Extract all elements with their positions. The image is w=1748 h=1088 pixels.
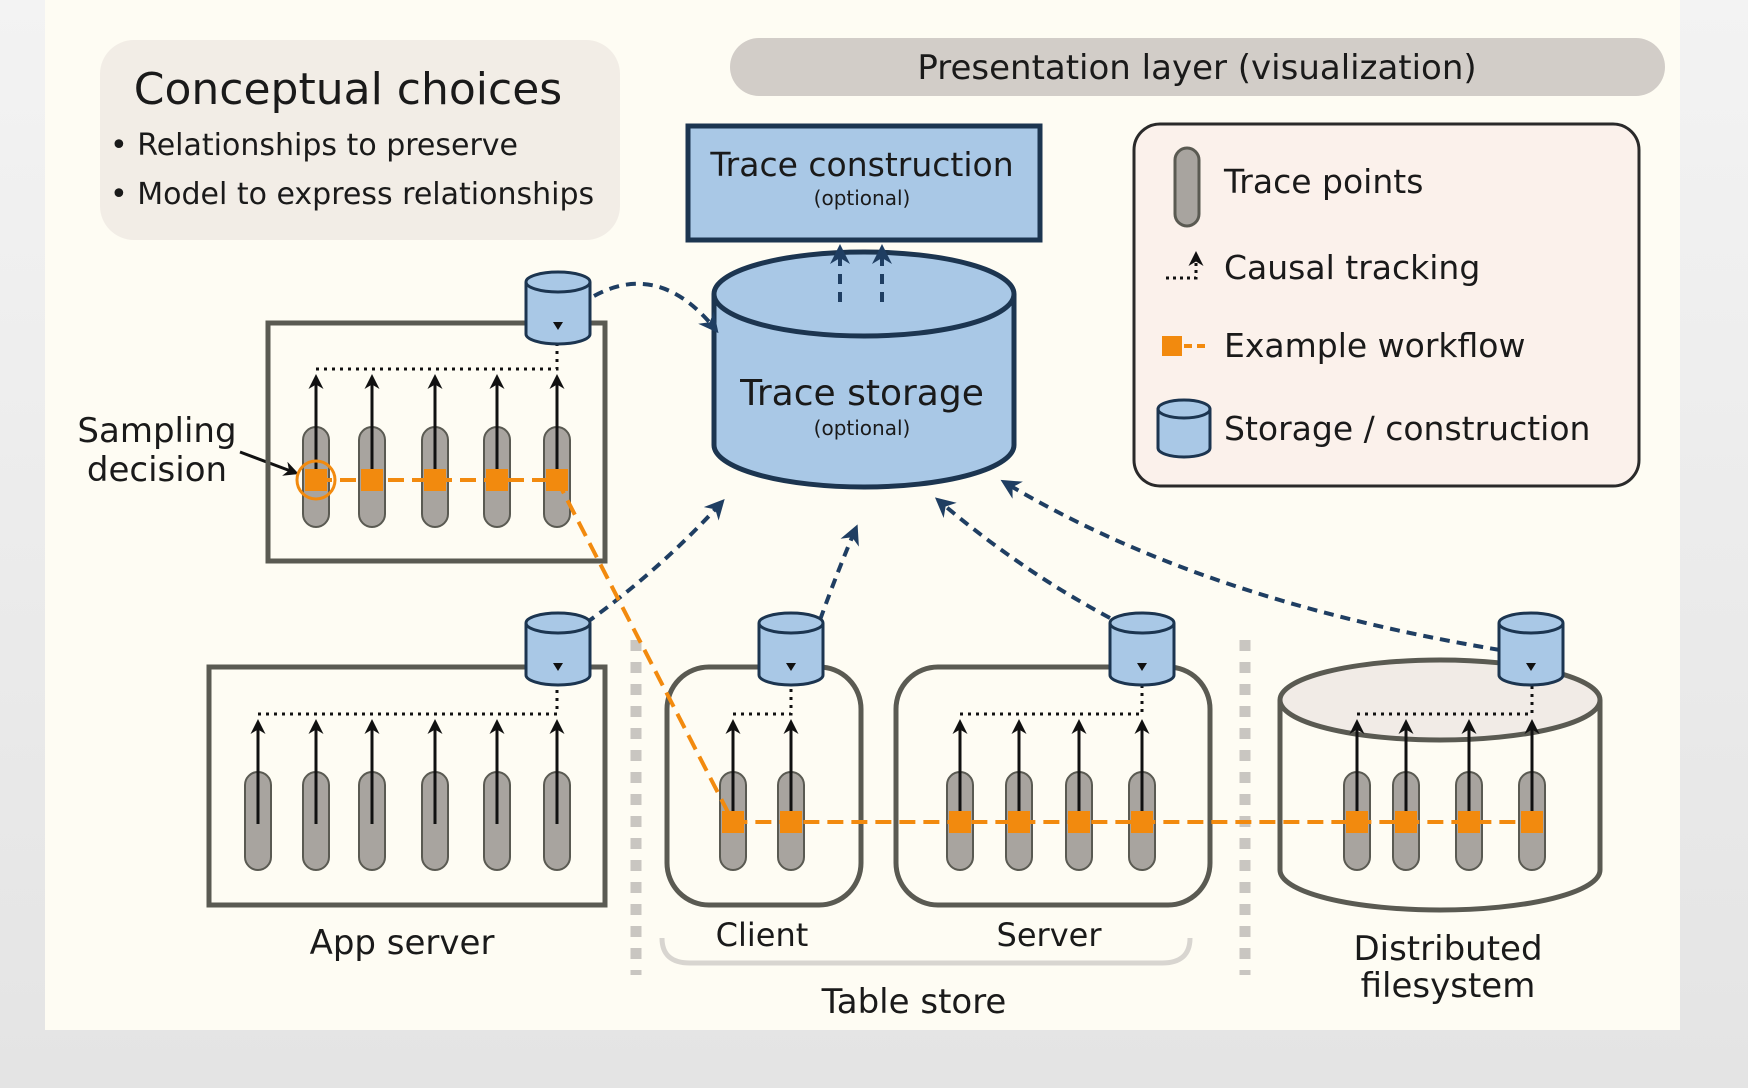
causal-tracking-line	[733, 681, 793, 716]
app-server-label: App server	[310, 923, 495, 963]
conceptual-choice-item: • Model to express relationships	[110, 177, 594, 212]
trace-construction-box: Trace construction (optional)	[685, 123, 1043, 243]
causal-tracking-legend-icon	[1166, 251, 1204, 280]
workflow-step	[1008, 811, 1030, 833]
storage-to-construction-arrows	[830, 244, 892, 302]
sampling-decision-label-line2: decision	[87, 450, 227, 490]
presentation-layer: Presentation layer (visualization)	[730, 38, 1665, 96]
workflow-step	[1346, 811, 1368, 833]
sampling-decision-marker	[295, 459, 337, 501]
workflow-step	[1131, 811, 1153, 833]
legend-example-workflow: Example workflow	[1224, 326, 1525, 365]
trace-point-legend-icon	[1173, 146, 1201, 228]
trace-storage-label: Trace storage	[739, 373, 984, 414]
distributed-filesystem-label-line2: filesystem	[1361, 966, 1536, 1006]
frontend-node-box	[265, 320, 608, 564]
workflow-step	[361, 469, 383, 491]
sampling-decision-label-line1: Sampling	[77, 411, 236, 451]
workflow-step	[546, 469, 568, 491]
workflow-step	[1458, 811, 1480, 833]
trace-construction-label: Trace construction	[709, 145, 1013, 184]
conceptual-choice-item: • Relationships to preserve	[110, 128, 518, 163]
conceptual-choices-box: Conceptual choices • Relationships to pr…	[100, 40, 620, 240]
workflow-legend-icon	[1162, 336, 1206, 356]
trace-storage-cylinder: Trace storage (optional)	[711, 249, 1017, 490]
workflow-step	[780, 811, 802, 833]
server-label: Server	[997, 916, 1103, 954]
app-server-node-box	[206, 664, 608, 908]
legend-causal-tracking: Causal tracking	[1224, 248, 1480, 287]
client-label: Client	[716, 916, 809, 954]
app-server-to-storage-arrow	[584, 499, 725, 625]
workflow-step	[486, 469, 508, 491]
causal-tracking-line	[1357, 681, 1534, 716]
server-trace-group-storage-icon	[1108, 611, 1176, 687]
legend-storage-construction: Storage / construction	[1224, 409, 1590, 448]
server-node-box	[893, 664, 1213, 908]
frontend-trace-group-storage-icon	[524, 270, 592, 346]
workflow-step	[1068, 811, 1090, 833]
conceptual-choices-title: Conceptual choices	[134, 64, 562, 115]
causal-tracking-line	[258, 681, 559, 716]
presentation-layer-label: Presentation layer (visualization)	[917, 48, 1476, 88]
workflow-step	[424, 469, 446, 491]
dfs-cylinder-body	[1277, 700, 1603, 913]
legend: Trace points Causal tracking Example wor…	[1132, 122, 1641, 488]
table-store-bracket	[659, 937, 1193, 966]
table-store-label: Table store	[821, 982, 1007, 1022]
causal-tracking-line	[316, 340, 559, 371]
workflow-step	[722, 811, 744, 833]
trace-storage-sublabel: (optional)	[814, 416, 911, 440]
trace-construction-sublabel: (optional)	[814, 186, 911, 210]
workflow-step	[1395, 811, 1417, 833]
frontend-to-storage-arrow	[593, 281, 719, 334]
dfs-trace-group-storage-icon	[1497, 611, 1565, 687]
workflow-step	[1521, 811, 1543, 833]
storage-legend-icon	[1156, 398, 1212, 459]
client-trace-group-storage-icon	[757, 611, 825, 687]
app-server-trace-group-storage-icon	[524, 611, 592, 687]
workflow-step	[305, 469, 327, 491]
legend-trace-points: Trace points	[1223, 162, 1423, 201]
dfs-to-storage-arrow	[1000, 479, 1501, 652]
client-to-storage-arrow	[818, 524, 859, 621]
distributed-filesystem-label-line1: Distributed	[1353, 929, 1542, 969]
workflow-step	[949, 811, 971, 833]
server-to-storage-arrow	[934, 497, 1111, 620]
app-server-trace-group	[244, 681, 571, 871]
